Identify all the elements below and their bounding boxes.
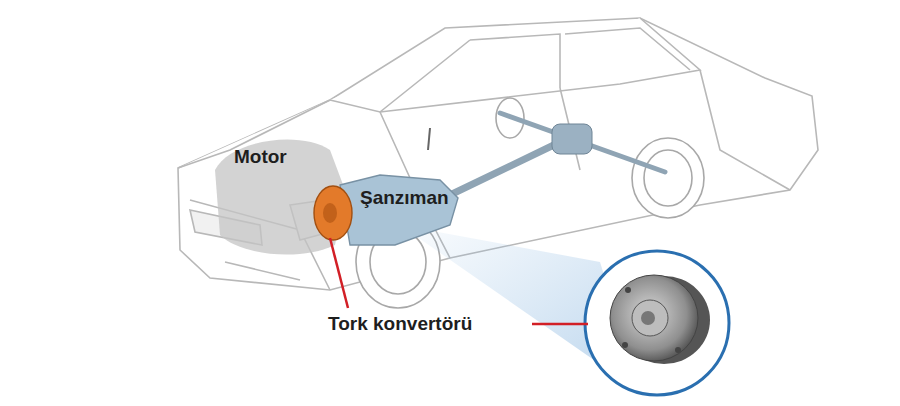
part-label: Motor [234, 146, 287, 168]
torque-converter-hub [323, 203, 337, 223]
part-label: Tork konvertörü [328, 313, 472, 335]
gearbox [340, 175, 458, 245]
zoom-inset [585, 251, 729, 395]
leader-lines [330, 238, 588, 324]
part-label: Şanzıman [360, 187, 449, 209]
driveline [428, 113, 665, 195]
torque-converter-inset [610, 275, 710, 364]
torque-converter [314, 186, 352, 240]
